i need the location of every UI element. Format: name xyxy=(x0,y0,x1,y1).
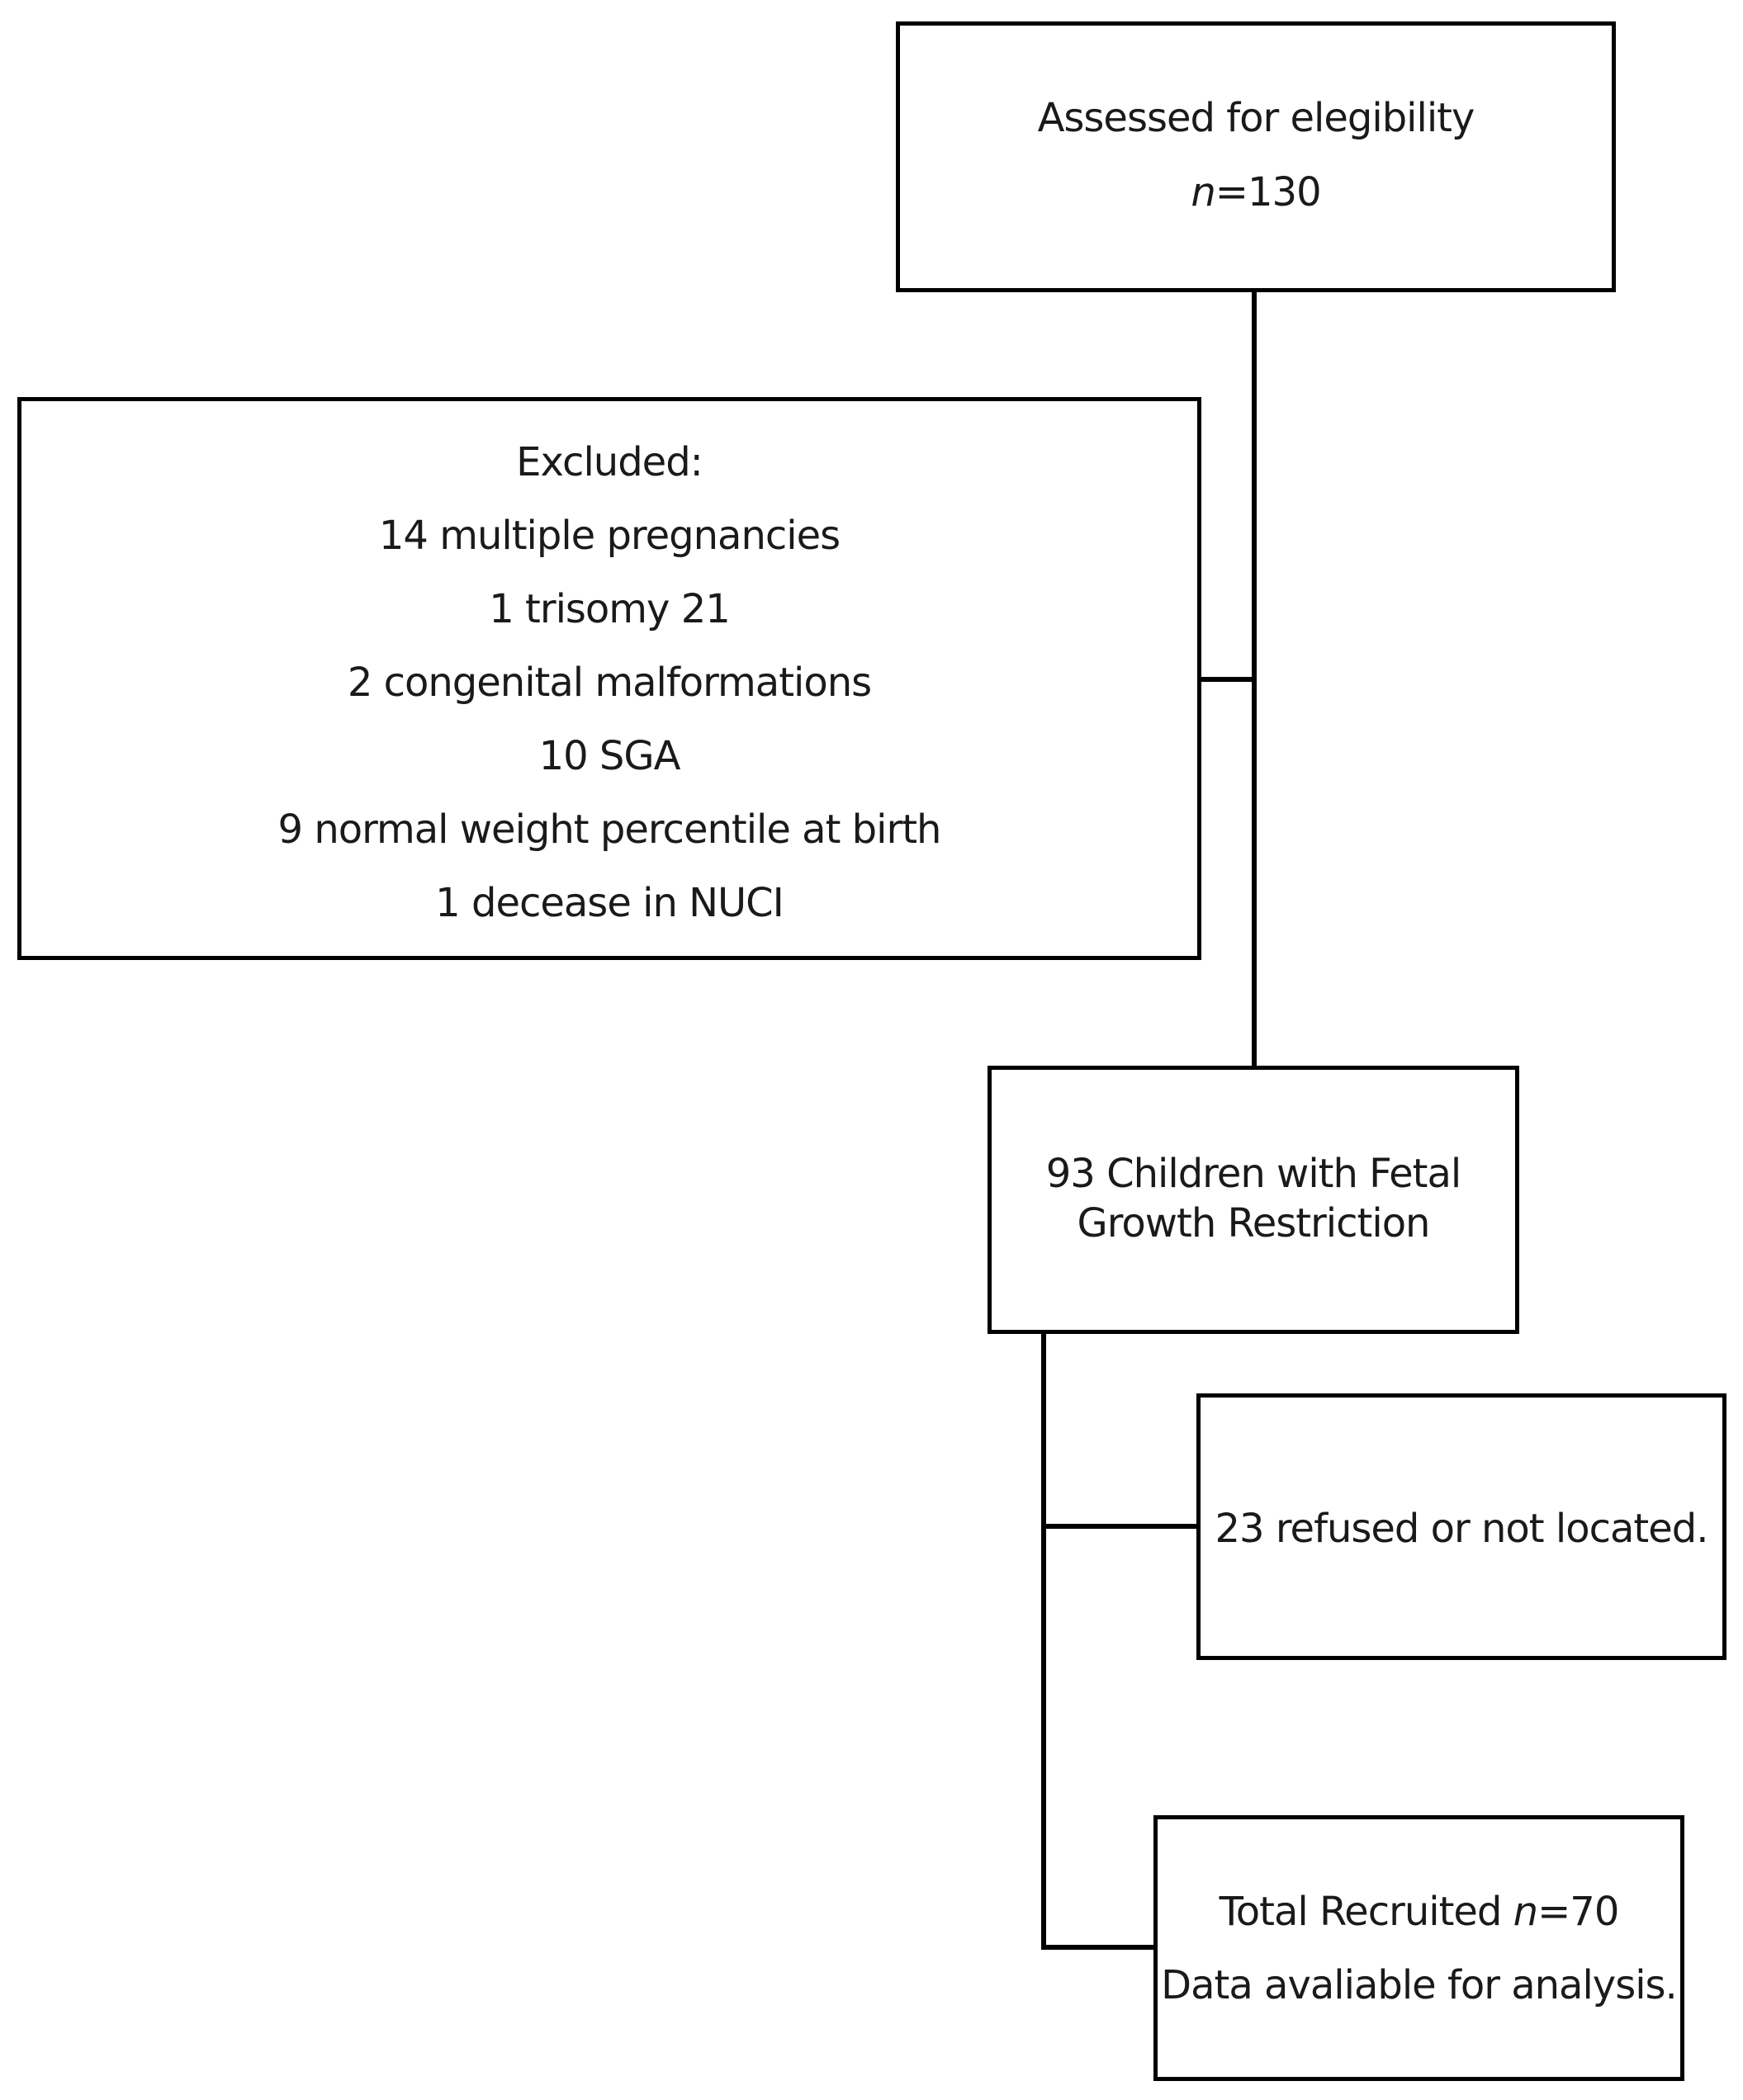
excluded-item: 2 congenital malformations xyxy=(347,660,872,706)
assessed-n-value: =130 xyxy=(1215,169,1322,215)
refused-text: 23 refused or not located. xyxy=(1215,1506,1709,1552)
excluded-item: 1 trisomy 21 xyxy=(489,586,731,632)
excluded-item: 9 normal weight percentile at birth xyxy=(277,806,942,853)
recruited-line2: Data avaliable for analysis. xyxy=(1161,1962,1678,2008)
refused-box: 23 refused or not located. xyxy=(1196,1393,1726,1660)
connector-to-recruited xyxy=(1041,1945,1157,1950)
excluded-item: 10 SGA xyxy=(538,733,681,779)
fgr-box: 93 Children with Fetal Growth Restrictio… xyxy=(988,1066,1519,1334)
recruited-line1: Total Recruited n=70 xyxy=(1158,1892,1680,1932)
fgr-line1: 93 Children with Fetal xyxy=(1045,1151,1461,1197)
connector-fgr-vertical xyxy=(1041,1331,1046,1950)
connector-to-excluded xyxy=(1201,677,1257,682)
assessed-n-label: n xyxy=(1191,169,1215,215)
excluded-item: 14 multiple pregnancies xyxy=(378,513,841,559)
excluded-item: 1 decease in NUCI xyxy=(435,880,784,926)
assessed-count: n=130 xyxy=(900,173,1612,212)
recruited-n-label: n xyxy=(1513,1889,1538,1935)
connector-to-refused xyxy=(1041,1524,1201,1529)
assessed-title: Assessed for elegibility xyxy=(1037,95,1475,141)
recruited-prefix: Total Recruited xyxy=(1219,1889,1513,1935)
assessed-box: Assessed for elegibility n=130 xyxy=(896,21,1616,292)
fgr-line2: Growth Restriction xyxy=(1077,1200,1431,1246)
excluded-heading: Excluded: xyxy=(516,439,703,485)
recruited-box: Total Recruited n=70 Data avaliable for … xyxy=(1153,1815,1684,2081)
recruited-n-value: =70 xyxy=(1537,1889,1619,1935)
excluded-box: Excluded: 14 multiple pregnancies 1 tris… xyxy=(17,397,1201,960)
